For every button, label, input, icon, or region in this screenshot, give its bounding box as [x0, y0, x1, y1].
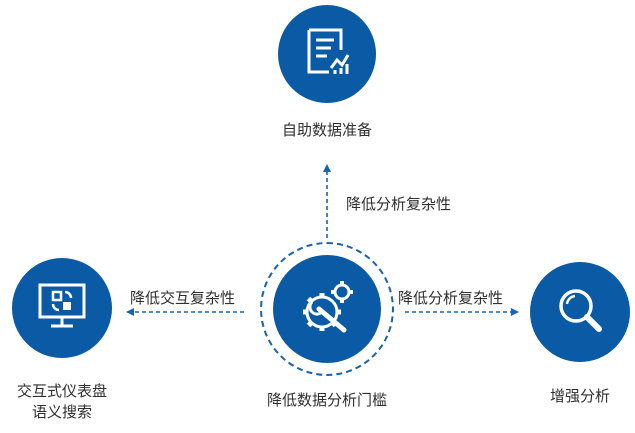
node-center-ring — [260, 242, 394, 376]
node-left-label-line1: 交互式仪表盘 — [16, 382, 107, 400]
node-left-label-line2: 语义搜索 — [31, 403, 92, 421]
magnifier-icon — [550, 280, 610, 344]
node-right-circle — [530, 262, 630, 362]
edge-to-left-label: 降低交互复杂性 — [130, 289, 236, 307]
node-right-label: 增强分析 — [549, 387, 610, 405]
dashboard-monitor-icon — [31, 275, 93, 341]
node-top-label: 自助数据准备 — [281, 121, 372, 139]
node-left-circle — [12, 258, 112, 358]
edge-to-top-label: 降低分析复杂性 — [346, 195, 452, 213]
node-top-circle — [278, 5, 376, 103]
data-report-icon — [297, 22, 357, 86]
node-center-circle — [273, 255, 381, 363]
node-center-label: 降低数据分析门槛 — [266, 391, 387, 409]
edge-to-right-label: 降低分析复杂性 — [398, 289, 504, 307]
gears-wrench-icon — [292, 272, 362, 346]
